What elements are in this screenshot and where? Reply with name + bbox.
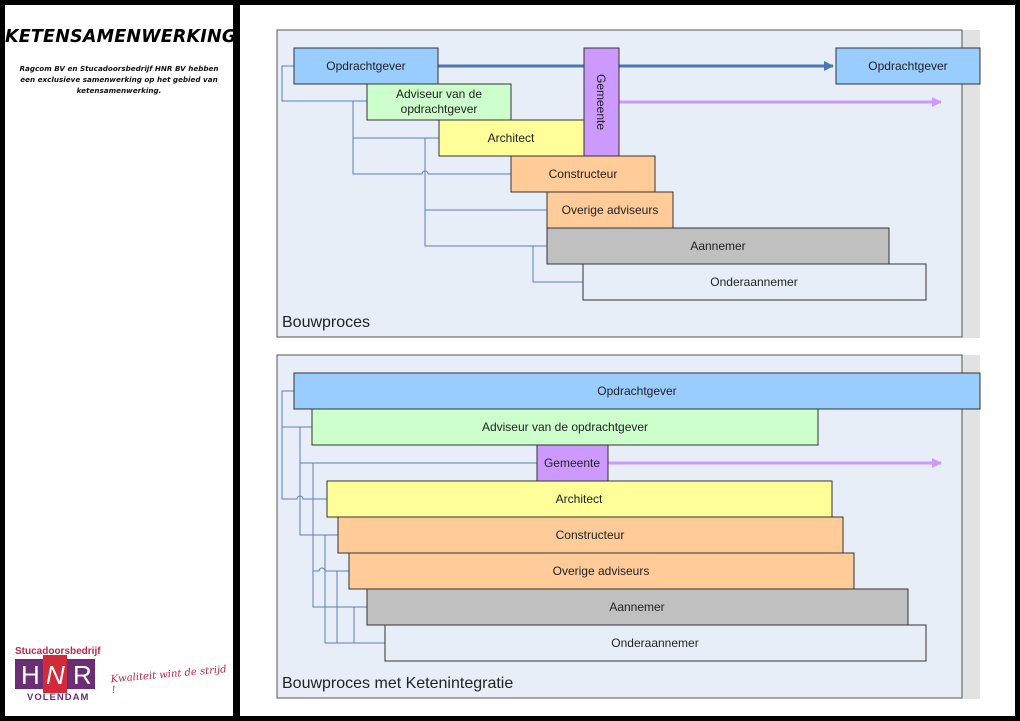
label-onderaannemer: Onderaannemer bbox=[710, 275, 797, 289]
box-adviseur bbox=[311, 408, 819, 446]
label-overige-adviseurs: Overige adviseurs bbox=[553, 564, 650, 578]
box-opdrachtgever bbox=[293, 47, 439, 85]
label-gemeente: Gemeente bbox=[594, 74, 608, 130]
hnr-logo: Stucadoorsbedrijf H N R VOLENDAM Kwalite… bbox=[13, 645, 233, 705]
logo-letter-r: R bbox=[73, 660, 92, 690]
connector bbox=[424, 137, 547, 211]
label-aannemer: Aannemer bbox=[609, 600, 664, 614]
label-adviseur-line2: opdrachtgever bbox=[401, 102, 478, 116]
panel-shadow bbox=[962, 355, 980, 699]
sidebar: KETENSAMENWERKING Ragcom BV en Stucadoor… bbox=[5, 5, 237, 716]
sidebar-title: KETENSAMENWERKING bbox=[5, 27, 237, 47]
box-gemeente bbox=[536, 444, 609, 482]
sidebar-description: Ragcom BV en Stucadoorsbedrijf HNR BV he… bbox=[19, 64, 219, 95]
logo-company-type: Stucadoorsbedrijf bbox=[15, 646, 101, 657]
connector bbox=[352, 100, 439, 139]
label-adviseur: Adviseur van de opdrachtgever bbox=[482, 420, 648, 434]
logo-slogan: Kwaliteit wint de strijd ! bbox=[110, 664, 228, 697]
connector bbox=[281, 65, 367, 102]
label-constructeur: Constructeur bbox=[549, 167, 618, 181]
box-aannemer bbox=[546, 227, 890, 265]
box-overige-adviseurs bbox=[546, 191, 674, 229]
connector bbox=[281, 390, 327, 500]
diagram-title-ketenintegratie: Bouwproces met Ketenintegratie bbox=[282, 675, 513, 692]
box-constructeur bbox=[337, 516, 844, 554]
box-architect bbox=[326, 480, 833, 518]
box-onderaannemer bbox=[582, 263, 927, 301]
label-architect: Architect bbox=[556, 492, 603, 506]
label-onderaannemer: Onderaannemer bbox=[611, 636, 698, 650]
diagrams-canvas: Opdrachtgever Adviseur van de opdrachtge… bbox=[276, 29, 981, 699]
label-gemeente: Gemeente bbox=[544, 456, 600, 470]
panel-shadow bbox=[962, 30, 980, 338]
main-content: Opdrachtgever Adviseur van de opdrachtge… bbox=[240, 5, 1015, 716]
label-aannemer: Aannemer bbox=[690, 239, 745, 253]
logo-letter-n: N bbox=[46, 660, 65, 690]
connector bbox=[312, 463, 367, 608]
logo-letter-h: H bbox=[21, 660, 40, 690]
label-constructeur: Constructeur bbox=[556, 528, 625, 542]
label-opdrachtgever: Opdrachtgever bbox=[326, 59, 405, 73]
box-opdrachtgever-end bbox=[835, 47, 981, 85]
connector-lines bbox=[281, 65, 584, 283]
box-gemeente bbox=[583, 47, 620, 157]
logo-location: VOLENDAM bbox=[27, 692, 90, 703]
connector bbox=[424, 210, 547, 247]
diagram-title-bouwproces: Bouwproces bbox=[282, 314, 370, 331]
connector-lines bbox=[281, 390, 537, 644]
diagram-ketenintegratie: Opdrachtgever Adviseur van de opdrachtge… bbox=[276, 354, 981, 699]
label-adviseur-line1: Adviseur van de bbox=[396, 87, 482, 101]
logo-n-block bbox=[43, 655, 67, 693]
connector bbox=[532, 245, 583, 283]
box-onderaannemer bbox=[384, 624, 927, 662]
box-overige-adviseurs bbox=[348, 552, 855, 590]
label-architect: Architect bbox=[488, 131, 535, 145]
box-constructeur bbox=[510, 155, 656, 193]
connector bbox=[352, 138, 511, 175]
label-opdrachtgever: Opdrachtgever bbox=[597, 384, 676, 398]
label-overige-adviseurs: Overige adviseurs bbox=[562, 203, 659, 217]
diagram-bouwproces: Opdrachtgever Adviseur van de opdrachtge… bbox=[276, 29, 981, 338]
label-opdrachtgever-end: Opdrachtgever bbox=[868, 59, 947, 73]
connector bbox=[324, 534, 385, 644]
box-adviseur bbox=[366, 83, 512, 121]
logo-mark: H N R bbox=[15, 655, 95, 693]
box-opdrachtgever bbox=[293, 372, 981, 410]
